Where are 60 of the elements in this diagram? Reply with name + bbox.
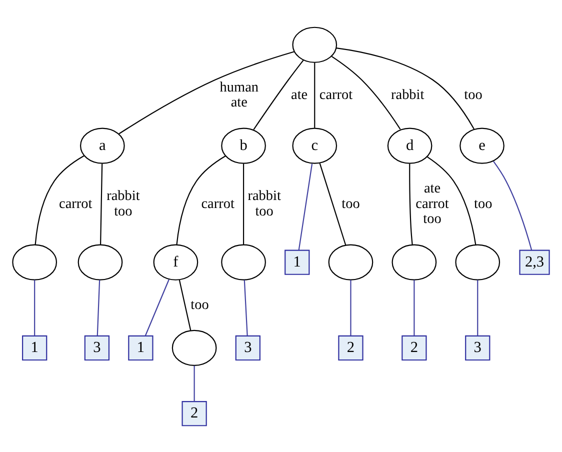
connector — [427, 156, 476, 244]
connector — [100, 163, 103, 244]
node-box: 2 — [338, 334, 364, 360]
node-circle — [12, 244, 58, 280]
edge-label: rabbit too — [248, 188, 281, 219]
edge-label: too — [464, 86, 482, 102]
node-ellipse: f — [153, 244, 198, 280]
connector — [314, 62, 316, 128]
edge-label: too — [190, 296, 209, 313]
node-box: 3 — [235, 334, 260, 360]
node-circle — [78, 244, 123, 280]
node-box: 1 — [284, 249, 310, 274]
node-circle — [221, 244, 266, 280]
node-ellipse: d — [387, 127, 432, 164]
edge-label: carrot — [59, 195, 92, 212]
node-box: 3 — [84, 334, 110, 360]
node-box: 1 — [22, 334, 48, 360]
connector — [178, 279, 192, 330]
connector — [350, 279, 352, 336]
connector — [331, 55, 401, 130]
connector — [176, 155, 226, 244]
node-circle — [172, 329, 217, 366]
connector — [244, 279, 248, 336]
edge-label: carrot — [319, 86, 353, 102]
edge-label: ate carrot too — [416, 180, 449, 227]
edge-label: rabbit — [391, 86, 424, 102]
edge-label: carrot — [201, 195, 234, 212]
connector — [34, 279, 36, 336]
edge-label: rabbit too — [106, 188, 140, 219]
node-circle — [392, 244, 437, 280]
node-box: 2 — [402, 334, 427, 360]
node-box: 1 — [128, 334, 154, 360]
node-ellipse: c — [292, 127, 338, 164]
node-ellipse: b — [221, 127, 266, 164]
connector — [319, 162, 346, 245]
node-ellipse: e — [460, 127, 504, 164]
node-box: 3 — [465, 334, 490, 360]
connector — [409, 163, 413, 244]
connector — [477, 279, 478, 336]
connector — [253, 59, 304, 130]
edge-label: ate — [291, 86, 308, 102]
node-ellipse: a — [80, 127, 125, 164]
edge-label: human ate — [220, 78, 259, 110]
connector — [336, 47, 474, 129]
connector — [414, 279, 415, 336]
node-circle — [292, 26, 338, 62]
connector — [144, 278, 170, 336]
connector — [34, 154, 84, 244]
connector — [298, 163, 313, 250]
edge-label: too — [474, 195, 492, 212]
node-box: 2,3 — [519, 249, 550, 274]
edge-label: too — [342, 195, 360, 212]
connector — [118, 50, 295, 134]
connector — [96, 279, 100, 336]
connector — [242, 163, 244, 244]
node-circle — [455, 244, 500, 280]
connector — [493, 160, 532, 250]
node-circle — [328, 244, 374, 280]
connector — [194, 365, 195, 402]
node-box: 2 — [182, 400, 207, 426]
